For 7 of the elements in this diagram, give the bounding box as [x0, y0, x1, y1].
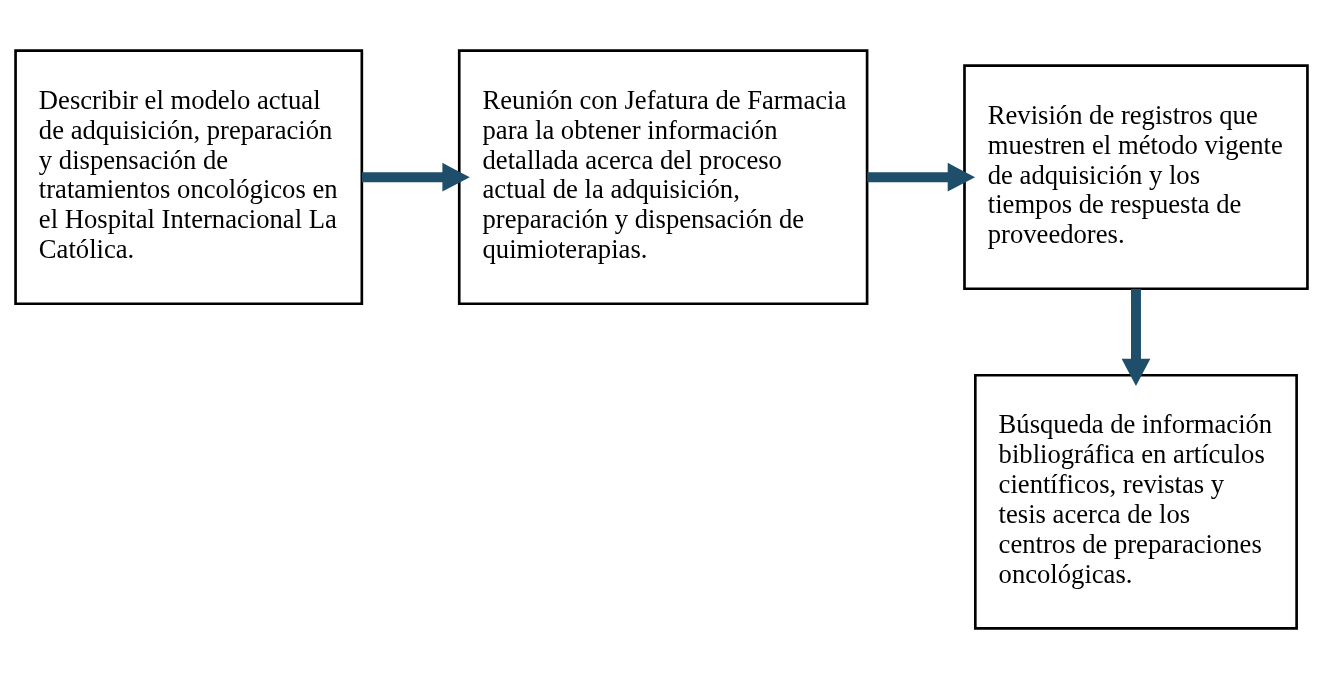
node-box: Reunión con Jefatura de Farmacia para la obtener información detallada acerca del proceso actual de la adquisición, preparación y dispensación de quimioterapias. [457, 49, 869, 306]
arrow [867, 162, 976, 192]
node-box: Describir el modelo actual de adquisición, preparación y dispensación de tratamientos oncológicos en el Hospital Internacional La Católica. [14, 49, 364, 306]
node-box: Búsqueda de información bibliográfica en artículos científicos, revistas y tesis acerca de los centros de preparaciones oncológicas. [973, 373, 1298, 630]
node-box: Revisión de registros que muestren el método vigente de adquisición y los tiempos de respuesta de proveedores. [963, 64, 1309, 291]
arrow [1121, 288, 1151, 387]
arrow [362, 162, 470, 192]
